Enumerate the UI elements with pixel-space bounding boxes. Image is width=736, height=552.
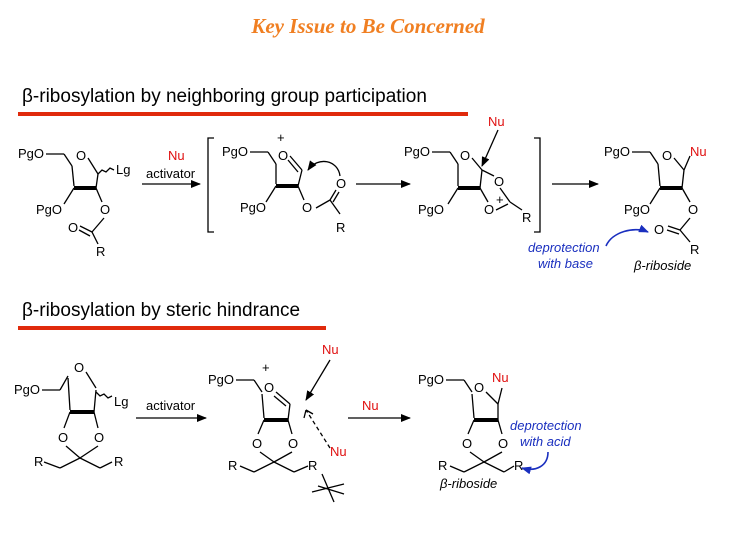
section2-oxocarbenium-intermediate: Nu PgO + O O O R R Nu	[208, 342, 347, 503]
atom-o: O	[494, 174, 504, 189]
atom-pgo: PgO	[222, 144, 248, 159]
reagent-activator: activator	[146, 166, 196, 181]
atom-r: R	[438, 458, 447, 473]
atom-r: R	[34, 454, 43, 469]
reagent-nu: Nu	[362, 398, 379, 413]
atom-pgo: PgO	[240, 200, 266, 215]
section1-oxocarbenium-intermediate: PgO + O PgO O O R	[222, 130, 346, 235]
atom-r: R	[228, 458, 237, 473]
section1-heading: β-ribosylation by neighboring group part…	[22, 86, 427, 107]
atom-o: O	[302, 200, 312, 215]
atom-o: O	[462, 436, 472, 451]
atom-o: O	[58, 430, 68, 445]
page-title: Key Issue to Be Concerned	[251, 14, 485, 38]
section1-product-molecule: PgO O Nu PgO O O R	[604, 144, 707, 257]
section1-underline	[18, 112, 468, 116]
atom-ring-o: O	[278, 148, 288, 163]
section2-heading: β-ribosylation by steric hindrance	[22, 300, 301, 321]
atom-o: O	[68, 220, 78, 235]
atom-pgo: PgO	[14, 382, 40, 397]
deprotection-condition: with base	[538, 256, 593, 271]
atom-r: R	[308, 458, 317, 473]
product-label: β-riboside	[439, 476, 497, 491]
atom-lg: Lg	[114, 394, 128, 409]
section1-acyloxonium-intermediate: Nu PgO O PgO O O + R	[404, 114, 531, 225]
atom-o: O	[654, 222, 664, 237]
atom-ring-o: O	[460, 148, 470, 163]
product-label: β-riboside	[633, 258, 691, 273]
atom-o: O	[288, 436, 298, 451]
atom-nu: Nu	[322, 342, 339, 357]
deprotection-arrow	[605, 224, 649, 247]
atom-pgo: PgO	[604, 144, 630, 159]
reagent-nu: Nu	[168, 148, 185, 163]
atom-ring-o: O	[264, 380, 274, 395]
atom-r: R	[522, 210, 531, 225]
blocked-attack-arrow	[305, 409, 331, 449]
section1-donor-molecule: PgO O Lg PgO O O R	[18, 146, 130, 259]
atom-o: O	[688, 202, 698, 217]
atom-lg: Lg	[116, 162, 130, 177]
deprotection-condition: with acid	[520, 434, 571, 449]
atom-pgo: PgO	[418, 372, 444, 387]
deprotection-note: deprotection	[510, 418, 582, 433]
section2-product-molecule: PgO O Nu O O R R	[418, 370, 523, 473]
bracket-left	[207, 137, 214, 233]
atom-r: R	[96, 244, 105, 259]
atom-o: O	[498, 436, 508, 451]
atom-nu: Nu	[492, 370, 509, 385]
atom-pgo: PgO	[36, 202, 62, 217]
atom-o: O	[484, 202, 494, 217]
atom-r: R	[514, 458, 523, 473]
atom-o: O	[94, 430, 104, 445]
atom-pgo: PgO	[208, 372, 234, 387]
atom-pgo: PgO	[18, 146, 44, 161]
deprotection-note: deprotection	[528, 240, 600, 255]
atom-ring-o: O	[74, 360, 84, 375]
atom-o: O	[100, 202, 110, 217]
atom-r: R	[690, 242, 699, 257]
atom-r: R	[336, 220, 345, 235]
atom-ring-o: O	[662, 148, 672, 163]
atom-o: O	[252, 436, 262, 451]
atom-pgo: PgO	[404, 144, 430, 159]
atom-nu: Nu	[690, 144, 707, 159]
atom-r: R	[114, 454, 123, 469]
bracket-right	[534, 137, 541, 233]
atom-nu: Nu	[330, 444, 347, 459]
section2-underline	[18, 326, 326, 330]
atom-plus: +	[496, 192, 504, 207]
deprotection-arrow	[521, 451, 549, 475]
atom-pgo: PgO	[624, 202, 650, 217]
atom-nu: Nu	[488, 114, 505, 129]
reagent-activator: activator	[146, 398, 196, 413]
atom-ring-o: O	[76, 148, 86, 163]
atom-o: O	[336, 176, 346, 191]
atom-ring-o: O	[474, 380, 484, 395]
atom-plus: +	[277, 130, 285, 145]
atom-plus: +	[262, 360, 270, 375]
electron-push-arrow	[307, 160, 341, 177]
section2-donor-molecule: PgO O Lg O O R R	[14, 360, 128, 469]
atom-pgo: PgO	[418, 202, 444, 217]
